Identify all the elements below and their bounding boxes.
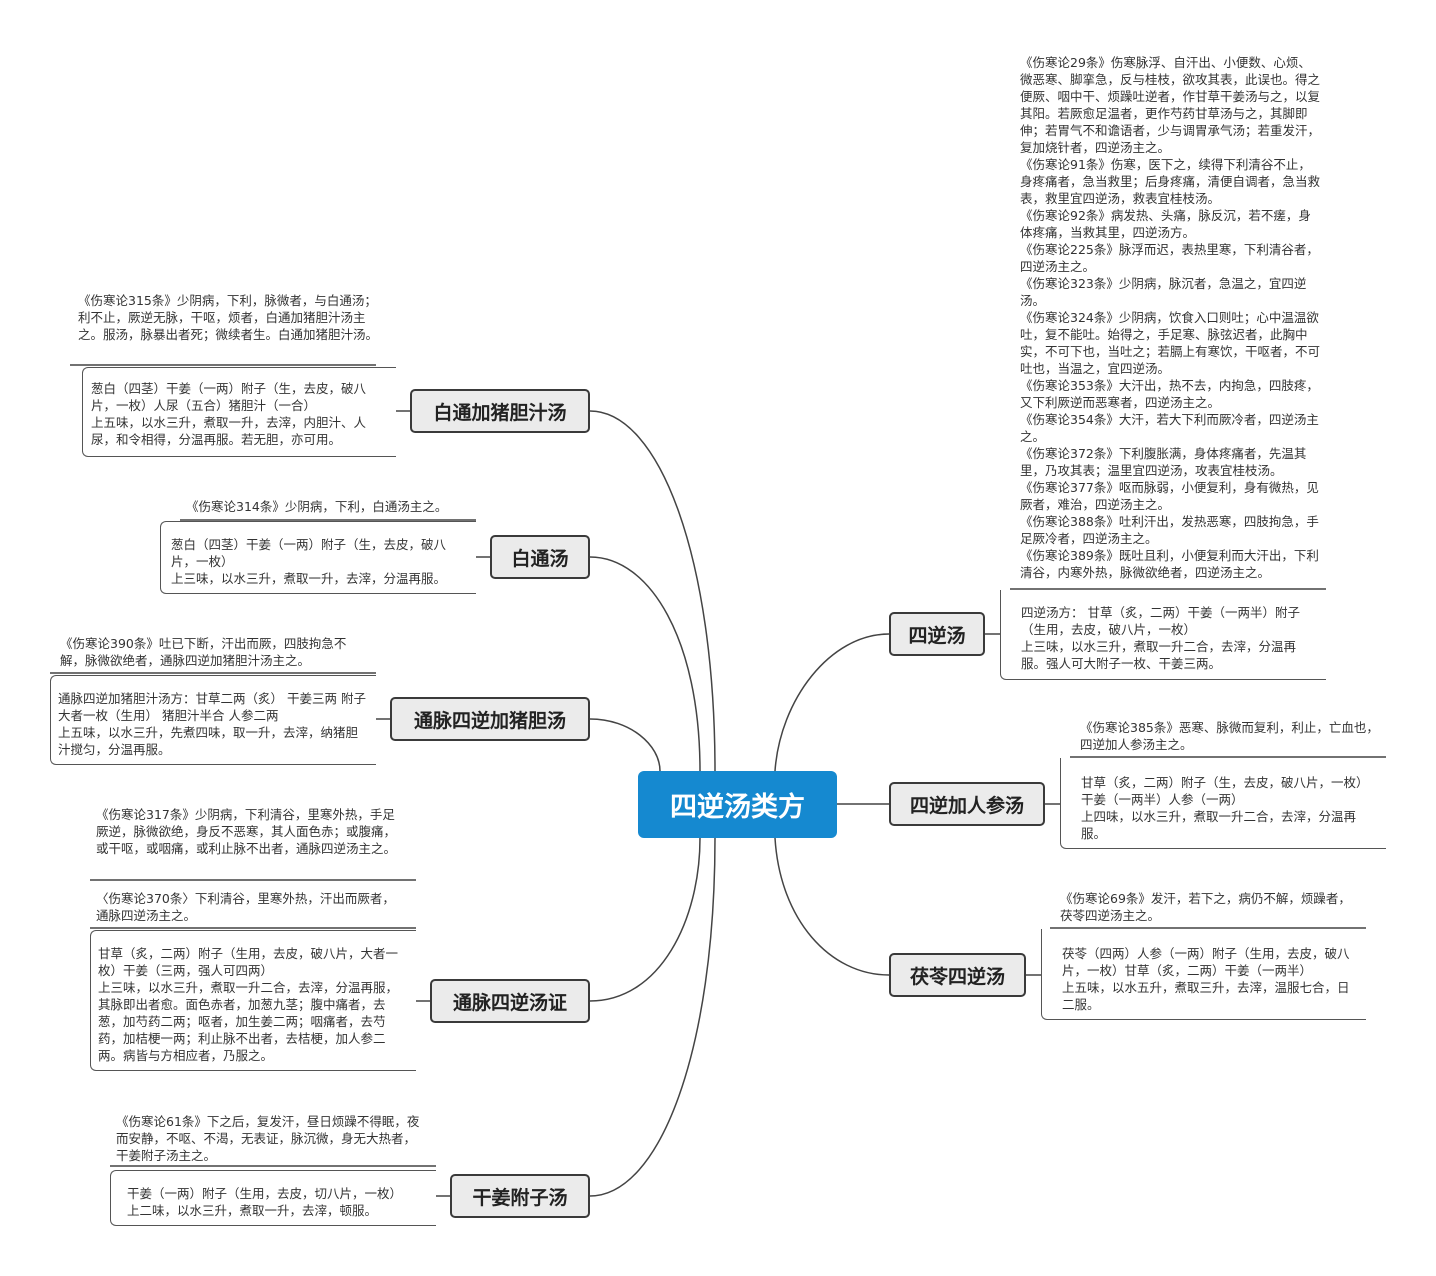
branch-baitong-zhudan[interactable]: 白通加猪胆汁汤	[410, 389, 590, 433]
citation-314: 《伤寒论314条》少阴病，下利，白通汤主之。	[186, 499, 448, 514]
branch-tongmai[interactable]: 通脉四逆汤证	[430, 979, 590, 1023]
recipe-sini: 四逆汤方： 甘草（炙，二两）干姜（一两半）附子（生用，去皮，破八片，一枚） 上三…	[1000, 590, 1326, 680]
citation-385: 《伤寒论385条》恶寒、脉微而复利，利止，亡血也，四逆加人参汤主之。	[1080, 720, 1379, 752]
branch-tongmai-zhudan[interactable]: 通脉四逆加猪胆汤	[390, 697, 590, 741]
link-ganjiang-fuzi	[589, 837, 716, 1197]
citation-370: 〈伤寒论370条〉下利清谷，里寒外热，汗出而厥者，通脉四逆汤主之。	[96, 891, 395, 923]
citation-390: 《伤寒论390条》吐已下断，汗出而厥，四肢拘急不解，脉微欲绝者，通脉四逆加猪胆汁…	[60, 636, 347, 668]
citation-317: 《伤寒论317条》少阴病，下利清谷，里寒外热，手足厥逆，脉微欲绝，身反不恶寒，其…	[96, 807, 397, 856]
recipe-ganjiang-fuzi: 干姜（一两）附子（生用，去皮，切八片，一枚） 上二味，以水三升，煮取一升，去滓，…	[110, 1170, 436, 1226]
branch-sini[interactable]: 四逆汤	[889, 612, 985, 656]
citation-61: 《伤寒论61条》下之后，复发汗，昼日烦躁不得眠，夜而安静，不呕、不渴，无表证，脉…	[116, 1114, 420, 1163]
recipe-fuling-sini: 茯苓（四两）人参（一两）附子（生用，去皮，破八片，一枚）甘草（炙，二两）干姜（一…	[1041, 929, 1366, 1020]
recipe-tongmai-zhudan: 通脉四逆加猪胆汁汤方：甘草二两（炙） 干姜三两 附子大者一枚（生用） 猪胆汁半合…	[50, 675, 376, 765]
link-tongmai-zhudan	[589, 718, 661, 772]
branch-baitong[interactable]: 白通汤	[490, 535, 590, 579]
branch-fuling-sini[interactable]: 茯苓四逆汤	[889, 953, 1026, 997]
recipe-sini-renshen: 甘草（炙，二两）附子（生，去皮，破八片，一枚）干姜（一两半）人参（一两） 上四味…	[1060, 758, 1386, 849]
branch-sini-renshen[interactable]: 四逆加人参汤	[889, 782, 1045, 826]
link-baitong-zhudan	[589, 410, 716, 772]
link-sini	[774, 633, 890, 772]
recipe-baitong-zhudan: 葱白（四茎）干姜（一两）附子（生，去皮，破八片，一枚）人尿（五合）猪胆汁（一合）…	[82, 367, 396, 457]
citation-69: 《伤寒论69条》发汗，若下之，病仍不解，烦躁者，茯苓四逆汤主之。	[1060, 891, 1351, 923]
citations-sini: 《伤寒论29条》伤寒脉浮、自汗出、小便数、心烦、微恶寒、脚挛急，反与桂枝，欲攻其…	[1020, 55, 1321, 580]
link-fuling-sini	[774, 837, 890, 976]
branch-ganjiang-fuzi[interactable]: 干姜附子汤	[450, 1174, 590, 1218]
link-baitong	[589, 556, 701, 772]
recipe-tongmai: 甘草（炙，二两）附子（生用，去皮，破八片，大者一枚）干姜（三两，强人可四两） 上…	[90, 930, 416, 1071]
root-topic[interactable]: 四逆汤类方	[638, 771, 837, 838]
citation-315: 《伤寒论315条》少阴病，下利，脉微者，与白通汤；利不止，厥逆无脉，干呕，烦者，…	[78, 293, 379, 342]
link-tongmai	[589, 837, 701, 1002]
recipe-baitong: 葱白（四茎）干姜（一两）附子（生，去皮，破八片，一枚） 上三味，以水三升，煮取一…	[160, 521, 476, 594]
